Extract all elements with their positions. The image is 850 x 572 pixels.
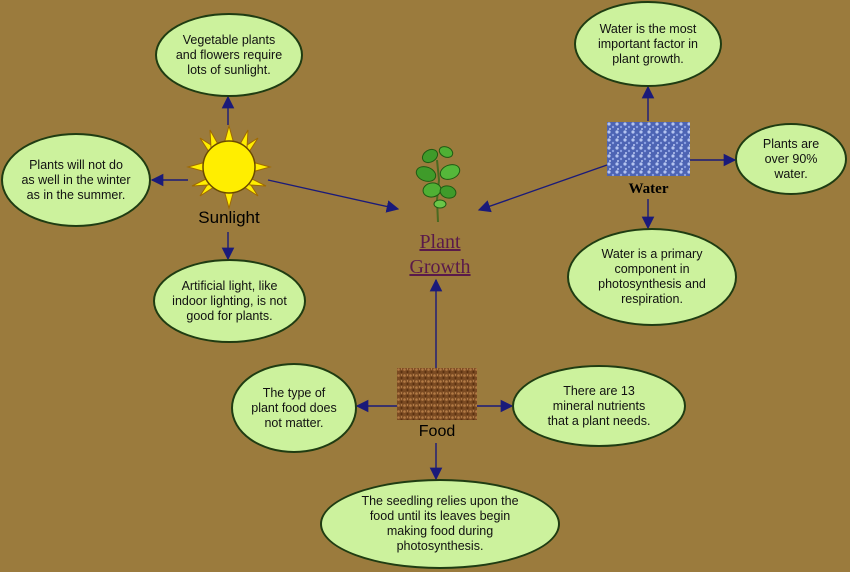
fact-food-seedling: The seedling relies upon the food until … [320,479,560,569]
plant-growth-title-line1: Plant [419,231,461,253]
sunlight-label: Sunlight [198,208,260,227]
food-texture [397,368,477,420]
fact-sun-winter: Plants will not do as well in the winter… [1,133,151,227]
food-label: Food [418,423,456,440]
plant-growth-title-line2: Growth [409,256,471,278]
fact-water-component: Water is a primary component in photosyn… [567,228,737,326]
fact-water-percent: Plants are over 90% water. [735,123,847,195]
fact-sun-artificial: Artificial light, like indoor lighting, … [153,259,306,343]
plant-icon [415,146,461,223]
plant-growth-title: Plant Growth [380,230,500,280]
sun-icon [186,124,272,210]
fact-sun-vegetable: Vegetable plants and flowers require lot… [155,13,303,97]
fact-water-important: Water is the most important factor in pl… [574,1,722,87]
water-label: Water [628,181,669,197]
fact-food-nutrients: There are 13 mineral nutrients that a pl… [512,365,686,447]
arrow-sun-to-plant [267,179,400,213]
fact-food-type: The type of plant food does not matter. [231,363,357,453]
water-texture [607,122,690,176]
arrow-water-to-plant [477,164,608,213]
